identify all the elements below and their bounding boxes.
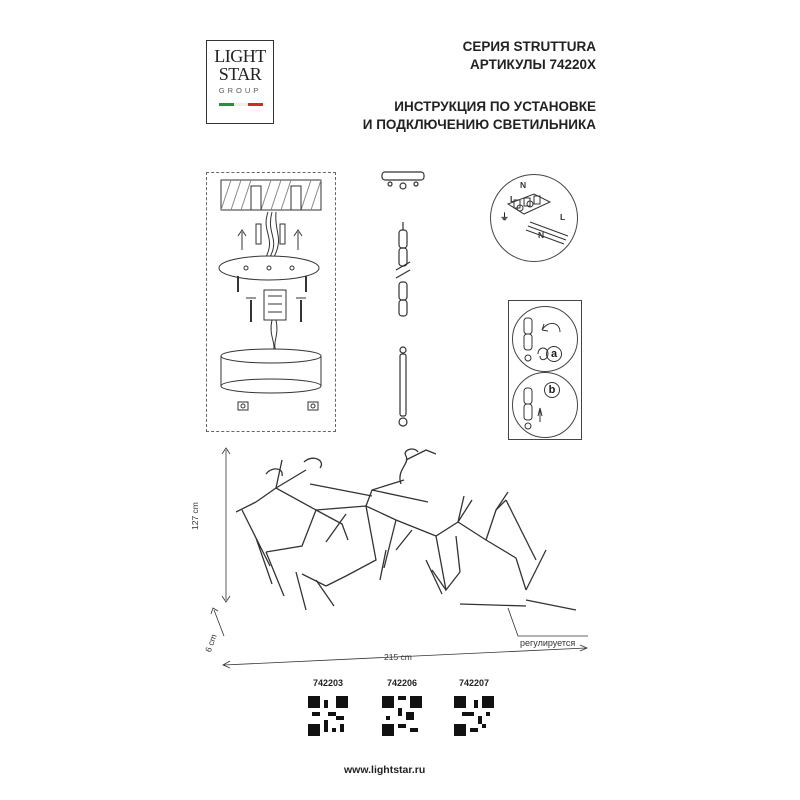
wiring-detail-diagram bbox=[506, 193, 569, 245]
wire-label-n-bottom: N bbox=[538, 230, 545, 240]
articles-title: АРТИКУЛЫ 74220X bbox=[470, 57, 596, 72]
mounting-diagram bbox=[218, 179, 322, 411]
hook-step-b-frame bbox=[512, 372, 578, 438]
instruction-line-1: ИНСТРУКЦИЯ ПО УСТАНОВКЕ bbox=[394, 99, 596, 114]
qr-code-742206[interactable] bbox=[382, 696, 422, 736]
article-code-2: 742206 bbox=[386, 678, 418, 688]
suspension-chain-diagram bbox=[381, 171, 425, 427]
ground-icon: ⏚ bbox=[500, 212, 510, 222]
wire-label-l-top: L bbox=[510, 194, 516, 204]
logo-word-star: STAR bbox=[218, 64, 262, 84]
hook-steps-frame bbox=[508, 300, 582, 440]
series-title: СЕРИЯ STRUTTURA bbox=[462, 39, 596, 54]
hook-step-a-label: a bbox=[546, 346, 562, 362]
wire-label-l-bottom: L bbox=[560, 212, 566, 222]
wiring-detail-frame bbox=[490, 174, 578, 262]
qr-code-742203[interactable] bbox=[308, 696, 348, 736]
article-code-1: 742203 bbox=[312, 678, 344, 688]
brand-logo: LIGHT STAR GROUP bbox=[206, 40, 274, 124]
hook-steps-diagram bbox=[523, 317, 561, 430]
logo-word-light: LIGHT bbox=[214, 46, 266, 66]
website-link[interactable]: www.lightstar.ru bbox=[344, 764, 426, 776]
qr-code-742207[interactable] bbox=[454, 696, 494, 736]
adjustable-label: регулируется bbox=[520, 638, 576, 648]
instruction-line-2: И ПОДКЛЮЧЕНИЮ СВЕТИЛЬНИКА bbox=[362, 117, 596, 132]
hook-step-a-frame bbox=[512, 306, 578, 372]
width-dimension-label: 215 cm bbox=[384, 652, 412, 662]
article-code-3: 742207 bbox=[458, 678, 490, 688]
logo-word-group: GROUP bbox=[218, 86, 262, 95]
italian-flag-icon bbox=[219, 103, 264, 106]
hook-step-b-label: b bbox=[544, 382, 560, 398]
height-dimension-label: 127 cm bbox=[190, 502, 200, 530]
mounting-diagram-frame bbox=[206, 172, 336, 432]
chandelier-drawing bbox=[210, 447, 589, 669]
wire-label-n-top: N bbox=[520, 180, 527, 190]
